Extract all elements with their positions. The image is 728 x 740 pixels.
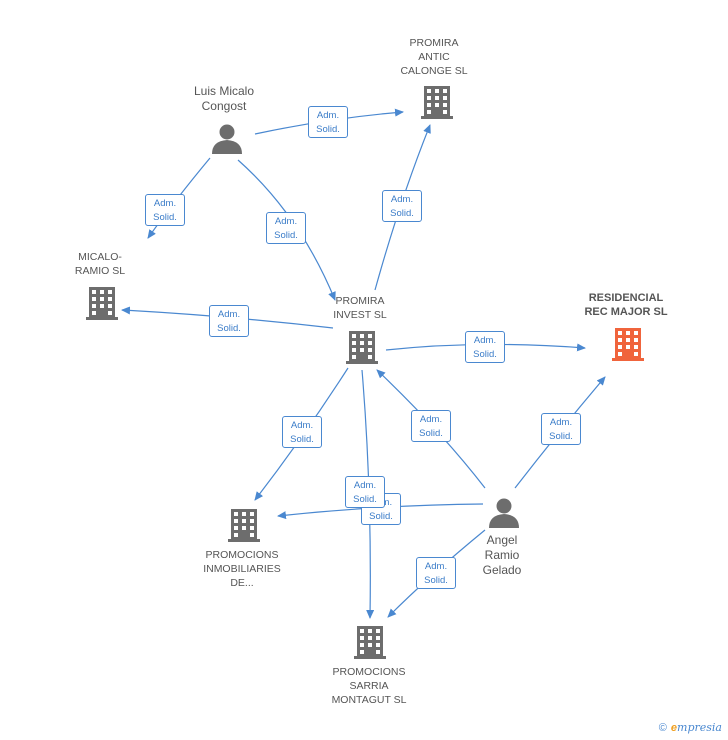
- node-label-luis[interactable]: Luis Micalo Congost: [193, 84, 255, 113]
- brand-initial: e: [670, 722, 678, 734]
- person-icon-luis: [212, 124, 242, 154]
- edge-badge-invest-inmob: Adm.Solid.: [282, 416, 322, 448]
- edge-badge-invest-sarria: Adm.Solid.: [345, 476, 385, 508]
- node-label-inmob[interactable]: PROMOCIONS INMOBILIARIES DE...: [203, 549, 281, 589]
- node-label-residencial[interactable]: RESIDENCIAL REC MAJOR SL: [584, 292, 668, 318]
- node-label-invest[interactable]: PROMIRA INVEST SL: [333, 295, 387, 321]
- node-label-antic[interactable]: PROMIRA ANTIC CALONGE SL: [400, 37, 468, 77]
- edge-badge-invest-antic: Adm.Solid.: [382, 190, 422, 222]
- building-icon-sarria: [354, 626, 386, 659]
- edge-badge-invest-micalo: Adm.Solid.: [209, 305, 249, 337]
- node-label-micalo[interactable]: MICALO- RAMIO SL: [74, 251, 126, 277]
- person-icon-angel: [489, 498, 519, 528]
- node-label-angel[interactable]: Angel Ramio Gelado: [482, 533, 522, 577]
- building-icon-micalo: [86, 287, 118, 320]
- building-icon-inmob: [228, 509, 260, 542]
- edge-badge-angel-sarria: Adm.Solid.: [416, 557, 456, 589]
- footer-brand[interactable]: ©empresia: [659, 721, 722, 734]
- edge-badge-luis-invest: Adm.Solid.: [266, 212, 306, 244]
- edge-badge-luis-micalo: Adm.Solid.: [145, 194, 185, 226]
- edge-badge-angel-residencial: Adm.Solid.: [541, 413, 581, 445]
- copyright-icon: ©: [658, 722, 667, 734]
- brand-name: mpresia: [677, 721, 722, 734]
- building-icon-invest: [346, 331, 378, 364]
- edge-badge-angel-invest: Adm.Solid.: [411, 410, 451, 442]
- building-icon-antic: [421, 86, 453, 119]
- edge-badge-luis-antic: Adm.Solid.: [308, 106, 348, 138]
- edge-badge-invest-residencial: Adm.Solid.: [465, 331, 505, 363]
- node-label-sarria[interactable]: PROMOCIONS SARRIA MONTAGUT SL: [331, 666, 407, 706]
- building-icon-residencial: [612, 328, 644, 361]
